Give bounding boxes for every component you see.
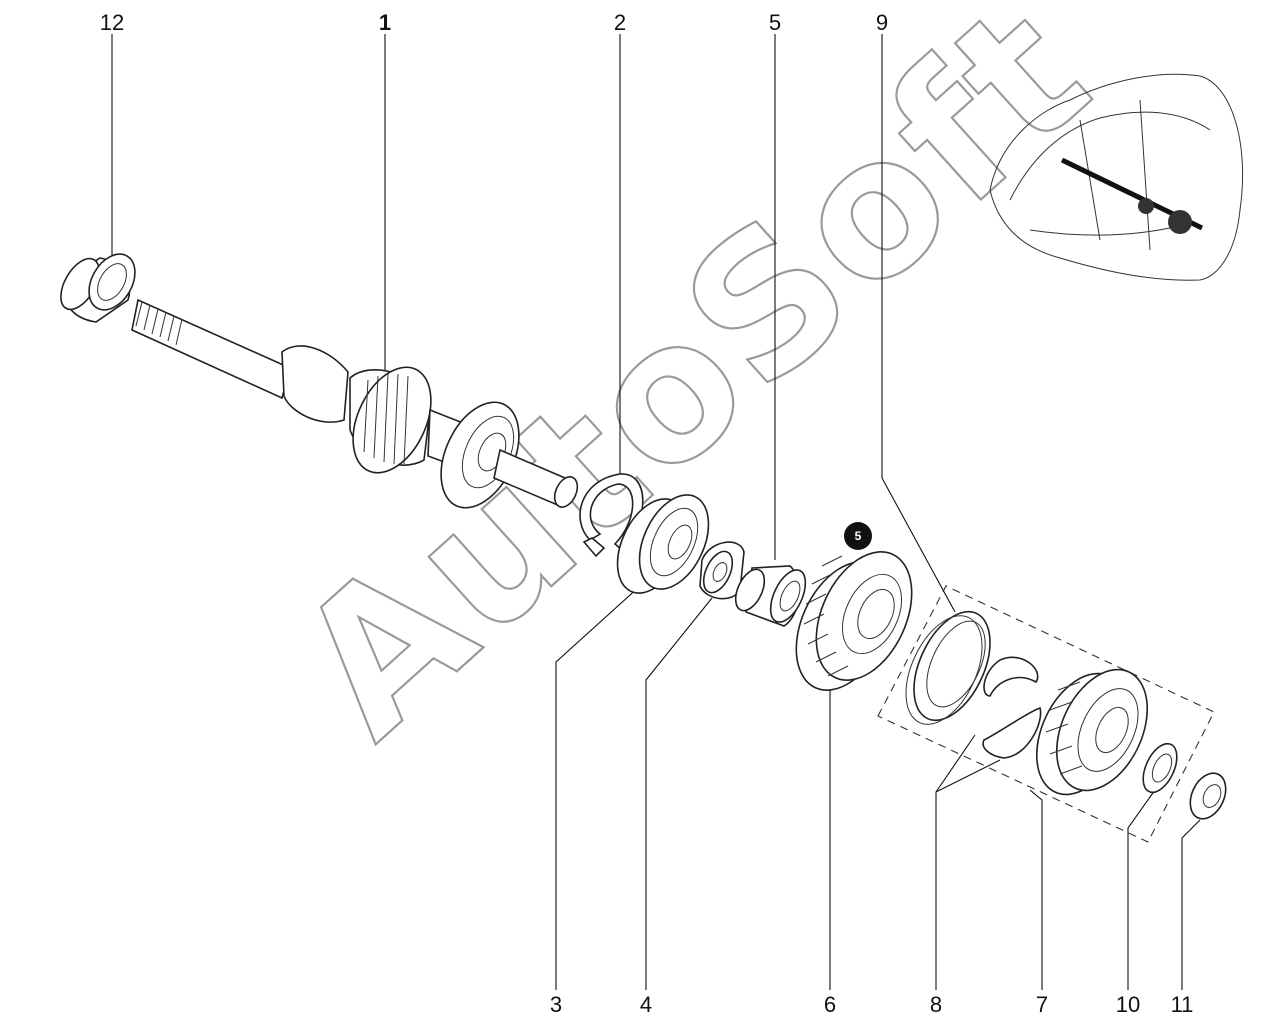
part-3-ball-bearing — [616, 494, 710, 594]
synchronizer-assembly-outline — [877, 585, 1215, 843]
callout-9: 9 — [876, 10, 888, 35]
part-5-needle-cage — [734, 565, 807, 627]
callout-labels: 12 1 2 5 9 3 4 6 8 7 10 11 — [100, 10, 1194, 1017]
part-8-half-rings — [982, 656, 1042, 759]
part-1-shaft — [131, 298, 579, 509]
callout-7: 7 — [1036, 992, 1048, 1017]
callout-8: 8 — [930, 992, 942, 1017]
part-12-needle-bearing — [60, 253, 136, 323]
reference-badge: 5 — [844, 522, 872, 550]
part-9-synchro-ring — [905, 610, 991, 725]
callout-12: 12 — [100, 10, 124, 35]
callout-6: 6 — [824, 992, 836, 1017]
part-6-helical-gear — [795, 551, 913, 691]
part-11-nut — [1189, 772, 1227, 820]
gearbox-locator-thumbnail — [989, 73, 1244, 281]
leader-lines — [111, 34, 1201, 990]
callout-1: 1 — [379, 10, 391, 35]
reference-badge-label: 5 — [855, 529, 862, 543]
callout-10: 10 — [1116, 992, 1140, 1017]
callout-2: 2 — [614, 10, 626, 35]
callout-5: 5 — [769, 10, 781, 35]
callout-3: 3 — [550, 992, 562, 1017]
part-7-synchro-hub — [1035, 668, 1149, 796]
callout-11: 11 — [1171, 992, 1194, 1017]
callout-4: 4 — [640, 992, 652, 1017]
part-10-washer — [1142, 742, 1178, 794]
part-4-thrust-washer — [699, 541, 745, 600]
